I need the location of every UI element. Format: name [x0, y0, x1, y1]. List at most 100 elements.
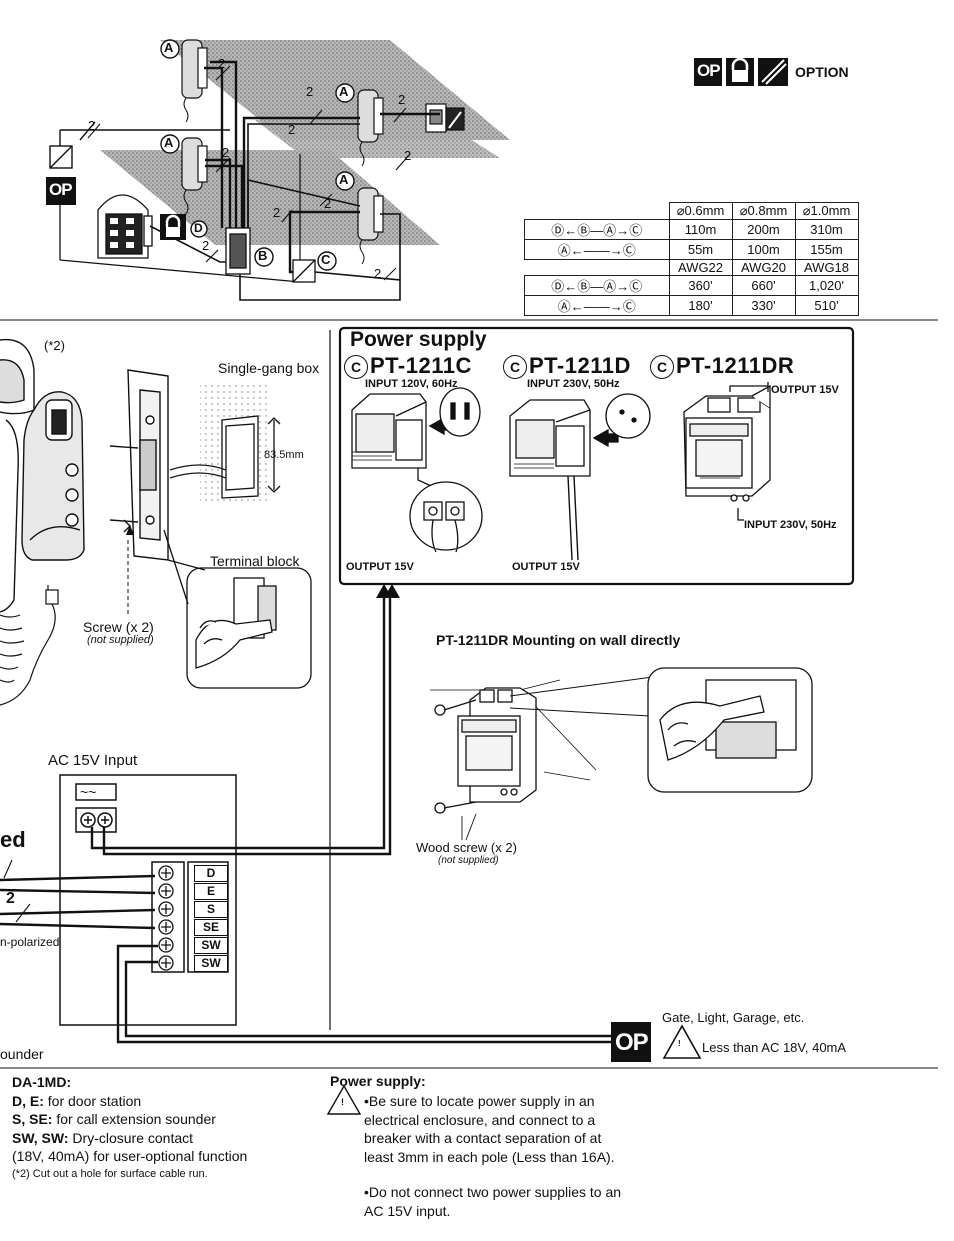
option-output-op-badge: OP [615, 1029, 649, 1056]
wire-count-label: 2 [398, 92, 406, 107]
table-cell: 310m [794, 219, 859, 240]
chime-unit [425, 103, 465, 133]
wire-count-label: 2 [6, 890, 15, 907]
da1md-panel [59, 774, 237, 1026]
route-cell: Ⓓ←Ⓑ—Ⓐ→Ⓒ [524, 219, 670, 240]
pt1211d-illustration [509, 393, 651, 561]
callout-d: D [194, 221, 203, 235]
table-cell: 55m [668, 239, 733, 260]
table-cell: 100m [731, 239, 796, 260]
wire-count-label: 2 [88, 118, 96, 133]
cable-length-table-awg: AWG22 AWG20 AWG18 Ⓓ←Ⓑ—Ⓐ→Ⓒ 360' 660' 1,02… [524, 259, 859, 316]
wood-screw-label: Wood screw (x 2) [416, 840, 517, 855]
panel-wiring [0, 592, 612, 1044]
gate-switch-box [49, 121, 230, 169]
wire-count-label: 2 [404, 148, 412, 163]
heading-fragment: ed [0, 827, 26, 852]
power-supply-box [292, 259, 316, 283]
wire-count-label: 2 [306, 84, 314, 99]
terminal-block-label: Terminal block [210, 553, 300, 569]
table-cell: 200m [731, 219, 796, 240]
legend-line: (18V, 40mA) for user-optional function [12, 1147, 312, 1166]
sounder-label: ounder [0, 1046, 44, 1062]
pt1211c-input: INPUT 120V, 60Hz [365, 378, 458, 390]
callout-c: C [321, 252, 331, 267]
wire-count-label: 2 [222, 145, 230, 160]
option-output-op-bg [611, 1022, 651, 1062]
legend-line: D, E: for door station [12, 1092, 312, 1111]
cable-length-table-metric: ⌀0.6mm ⌀0.8mm ⌀1.0mm Ⓓ←Ⓑ—Ⓐ→Ⓒ 110m 200m 3… [524, 202, 859, 260]
callout-a1: A [164, 40, 174, 55]
legend-key: SW, SW: [12, 1129, 69, 1146]
screw-note: (not supplied) [87, 634, 154, 646]
table-header: ⌀0.6mm [668, 202, 733, 220]
table-cell: 110m [668, 219, 733, 240]
output-arrows [376, 584, 400, 598]
wood-screw-note: (not supplied) [438, 855, 499, 866]
model-c-icon: C [650, 355, 674, 379]
wire-count-label: 2 [202, 238, 210, 253]
legend-key: D, E: [12, 1092, 44, 1109]
table-header: AWG20 [731, 259, 796, 276]
callout-b: B [258, 248, 268, 263]
legend-footnote: (*2) Cut out a hole for surface cable ru… [12, 1167, 208, 1180]
model-c-icon: C [344, 355, 368, 379]
table-row: Ⓐ←——→Ⓒ 55m 100m 155m [524, 239, 859, 260]
power-warning-mark: ! [341, 1097, 344, 1107]
callout-a3: A [164, 135, 174, 150]
table-header: AWG22 [668, 259, 733, 276]
legend-text: (18V, 40mA) for user-optional function [12, 1148, 248, 1164]
power-warning-icon [326, 1084, 362, 1115]
warning-triangle-icon [662, 1024, 702, 1059]
callout-circles [160, 39, 355, 271]
wire-ticks [87, 65, 411, 281]
single-gang-box-label: Single-gang box [218, 360, 320, 376]
callout-a4: A [339, 172, 349, 187]
power-supply-frame [338, 326, 855, 586]
callout-a2: A [339, 84, 349, 99]
table-cell: 660' [731, 275, 796, 296]
screw-label: Screw (x 2) [83, 619, 154, 635]
legend-line: S, SE: for call extension sounder [12, 1110, 312, 1129]
pt1211dr-output: OUTPUT 15V [771, 384, 839, 396]
panel-wire-ticks [3, 859, 31, 923]
master-unit [225, 227, 251, 275]
terminal-sw1: SW [194, 937, 228, 954]
power-supply-title: Power supply [350, 328, 487, 351]
terminal-sw2: SW [194, 955, 228, 972]
panel-terminal-screws [158, 865, 174, 971]
lock-icons [160, 214, 186, 240]
pt1211dr-illustration [683, 382, 771, 521]
power-note-1: •Be sure to locate power supply in an el… [364, 1093, 615, 1165]
model-pt1211d: PT-1211D [529, 353, 631, 378]
pt1211d-input: INPUT 230V, 50Hz [527, 378, 620, 390]
table-cell: 155m [794, 239, 859, 260]
model-pt1211c: PT-1211C [370, 353, 472, 378]
option-label: OPTION [795, 64, 849, 80]
screw-arrow [126, 525, 134, 535]
left-op-badge-bg [46, 177, 76, 205]
power-note-2: •Do not connect two power supplies to an… [364, 1184, 622, 1219]
route-cell: Ⓓ←Ⓑ—Ⓐ→Ⓒ [524, 275, 670, 296]
option-output-desc: Gate, Light, Garage, etc. [662, 1010, 805, 1025]
handset-illustration [0, 338, 85, 613]
pt1211c-illustration [351, 387, 483, 553]
non-polarized-label: n-polarized [0, 935, 60, 949]
table-header: ⌀0.8mm [731, 202, 796, 220]
wire-count-label: 2 [324, 196, 332, 211]
warning-mark: ! [678, 1039, 681, 1048]
wire-count-label: 2 [273, 205, 281, 220]
wire-count-label: 2 [218, 56, 226, 71]
table-row: Ⓓ←Ⓑ—Ⓐ→Ⓒ 110m 200m 310m [524, 219, 859, 240]
terminal-s: S [194, 901, 228, 918]
note-ref: (*2) [44, 338, 65, 353]
model-pt1211dr: PT-1211DR [676, 353, 795, 378]
table-cell: 180' [668, 295, 733, 316]
wire-count-label: 2 [374, 266, 382, 281]
power-notes-title: Power supply: [330, 1073, 426, 1089]
table-cell: 330' [731, 295, 796, 316]
handset-stations [181, 39, 384, 265]
route-cell: Ⓐ←——→Ⓒ [524, 295, 670, 316]
legend-line: SW, SW: Dry-closure contact [12, 1129, 312, 1148]
wall-mount-illustration [430, 667, 813, 841]
